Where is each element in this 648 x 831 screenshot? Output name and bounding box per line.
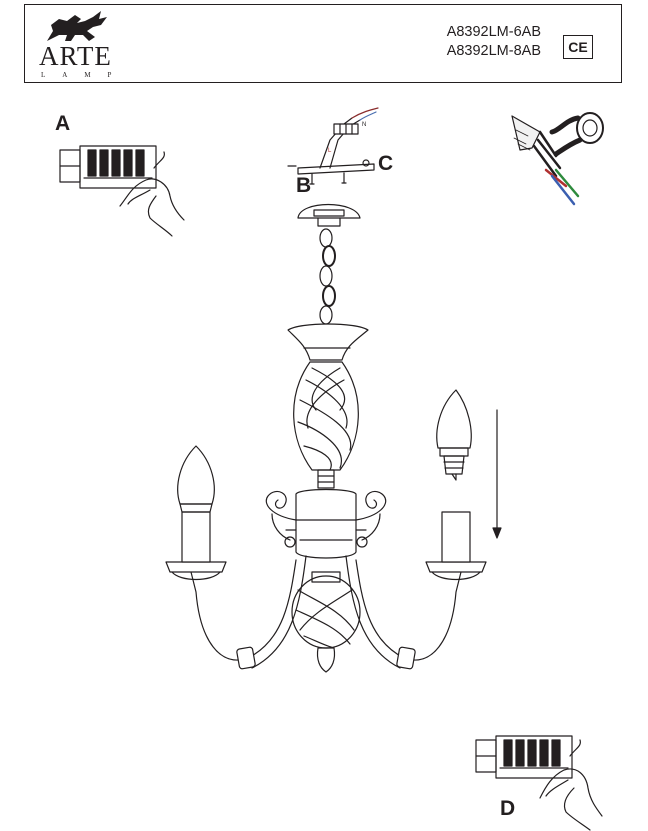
mounting-bracket-icon [287, 107, 379, 185]
brand-subtitle: LAMP [41, 71, 129, 79]
hand-icon [539, 768, 603, 831]
model-list: A8392LM-6AB A8392LM-8AB [447, 23, 541, 61]
step-label-a: A [55, 112, 71, 135]
griffin-logo-icon [47, 11, 107, 41]
step-label-d: D [500, 797, 516, 820]
terminal-block-icon [59, 145, 165, 189]
step-label-c: C [378, 152, 394, 175]
insulating-tape-icon [511, 112, 604, 206]
candle-bulb-icon [436, 389, 472, 481]
terminal-block-icon [475, 735, 581, 779]
chandelier-icon [165, 203, 487, 673]
ce-mark: CE [563, 35, 593, 59]
down-arrow-icon [492, 409, 502, 539]
brand-wordmark: ARTE [39, 41, 112, 71]
model-number: A8392LM-8AB [446, 43, 541, 59]
step-label-b: B [296, 174, 312, 197]
live-label: L [328, 148, 332, 154]
hand-icon [119, 178, 185, 237]
header-box: ARTE LAMP A8392LM-6AB A8392LM-8AB CE [24, 4, 622, 83]
neutral-label: N [362, 122, 366, 128]
model-number: A8392LM-6AB [446, 24, 541, 40]
